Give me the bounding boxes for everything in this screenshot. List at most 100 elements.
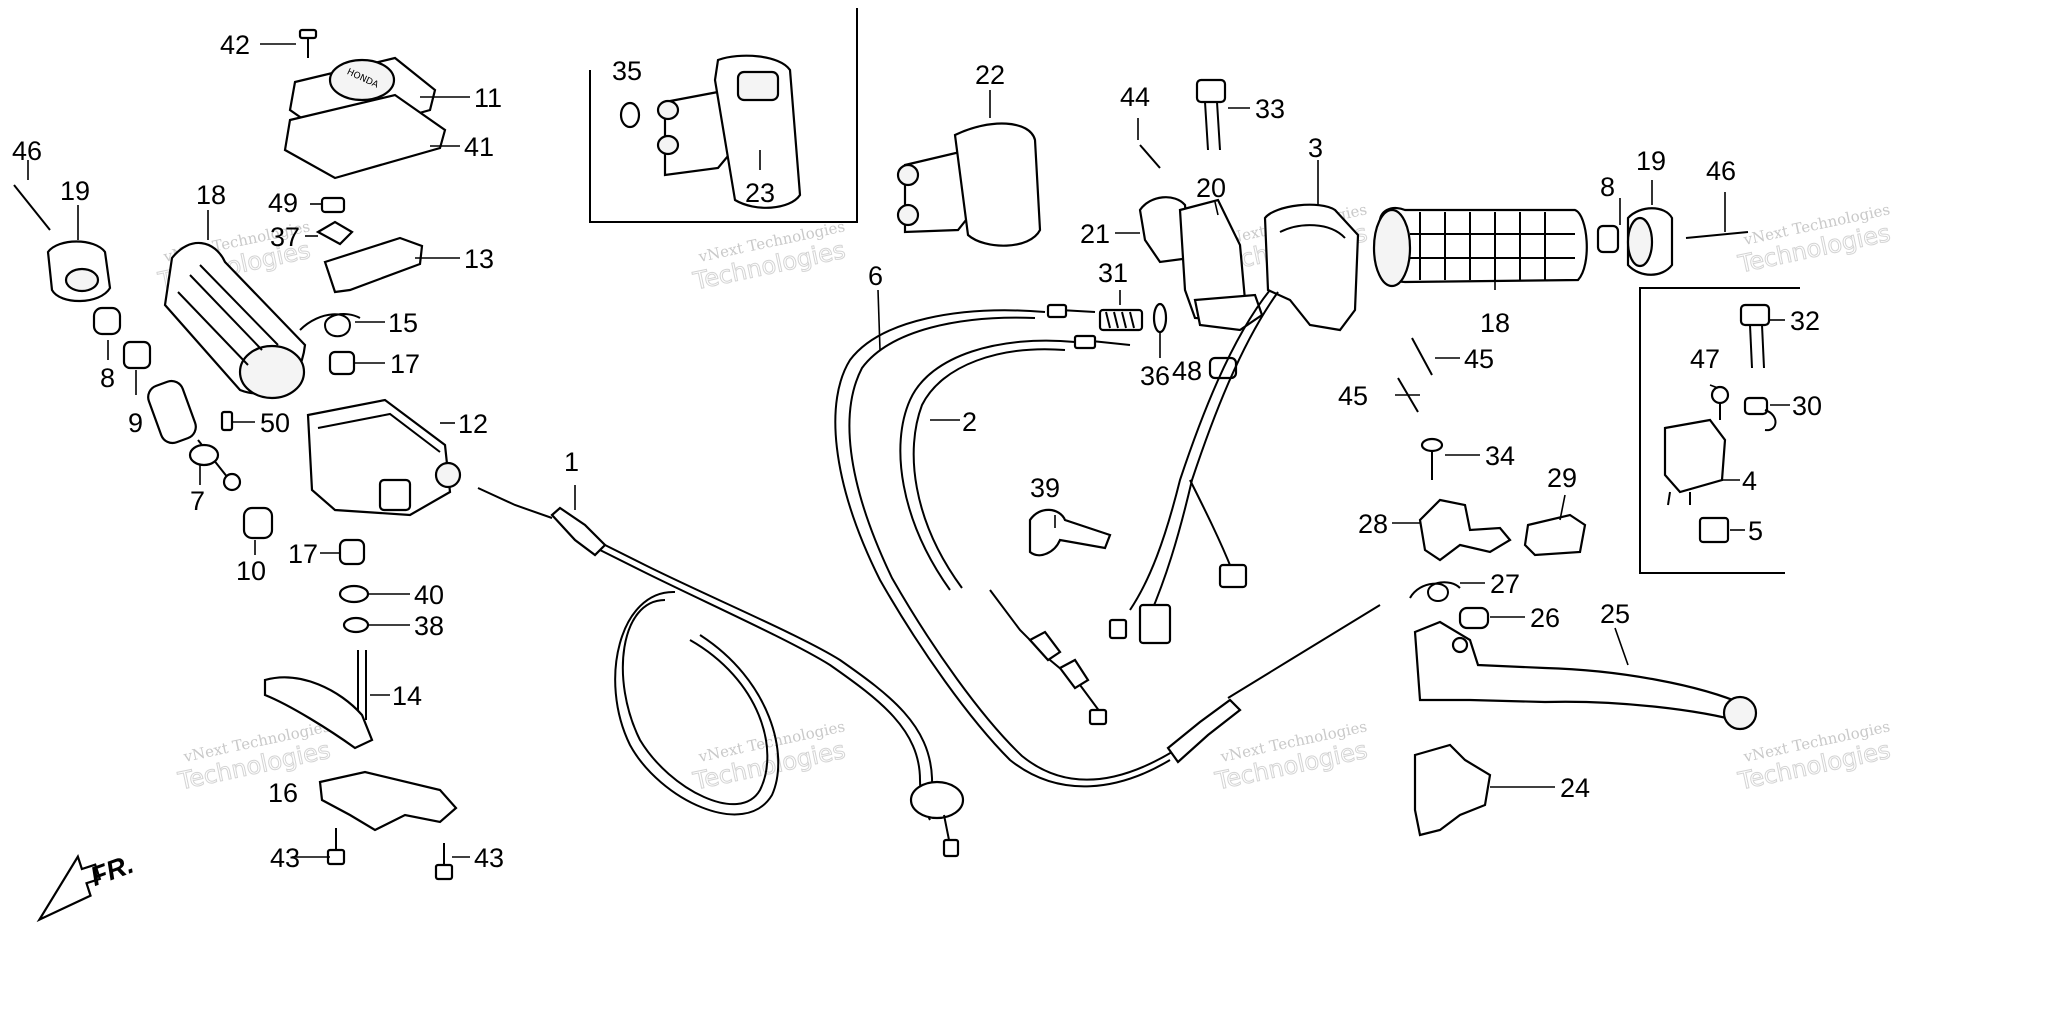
callout-20: 20: [1196, 173, 1226, 203]
throttle-arm: [323, 236, 424, 294]
bolt-46b: [1685, 231, 1749, 239]
callout-25: 25: [1600, 599, 1630, 629]
callout-labels: 1 2 3 4 5 6 7 8 8 9 10 11 12 13 14 15 16…: [12, 30, 1822, 873]
collar-26: [1458, 606, 1490, 630]
callout-17b: 17: [288, 539, 318, 569]
nut-9: [122, 340, 152, 370]
nut-5: [1698, 516, 1730, 544]
stop-switch-group: [1663, 303, 1777, 544]
left-grip-group: [13, 184, 307, 540]
grip-cover-part-22: [896, 122, 1042, 247]
callout-17a: 17: [390, 349, 420, 379]
callout-26: 26: [1530, 603, 1560, 633]
left-grip: [163, 241, 307, 400]
callout-42: 42: [220, 30, 250, 60]
pin-50: [220, 410, 234, 432]
heater-grip-cover: [656, 54, 802, 209]
callout-41: 41: [464, 132, 494, 162]
callout-14: 14: [392, 681, 422, 711]
clip-39: [1028, 508, 1112, 557]
throttle-housing: [306, 398, 462, 517]
callout-13: 13: [464, 244, 494, 274]
callout-2: 2: [962, 407, 977, 437]
callout-9: 9: [128, 408, 143, 438]
callout-48: 48: [1172, 356, 1202, 386]
callout-18a: 18: [196, 180, 226, 210]
callout-15: 15: [388, 308, 418, 338]
callout-21: 21: [1080, 219, 1110, 249]
callout-16: 16: [268, 778, 298, 808]
callout-49: 49: [268, 188, 298, 218]
callout-45b: 45: [1338, 381, 1368, 411]
connector-c: [1218, 563, 1248, 589]
nut-30: [1743, 396, 1769, 416]
front-direction-indicator: FR.: [36, 849, 138, 923]
screw-45a: [1411, 337, 1433, 376]
throttle-tube: [147, 379, 242, 492]
callout-47: 47: [1690, 344, 1720, 374]
callout-46a: 46: [12, 136, 42, 166]
bolt-43a: [326, 828, 346, 866]
callout-29: 29: [1547, 463, 1577, 493]
callout-34: 34: [1485, 441, 1515, 471]
pad-29: [1523, 513, 1587, 557]
washer-37: [315, 220, 354, 246]
callout-27: 27: [1490, 569, 1520, 599]
throttle-lever: [263, 650, 374, 750]
collar-17b: [338, 538, 366, 566]
inset-box-switch: [1639, 287, 1800, 574]
callout-35: 35: [612, 56, 642, 86]
bolt-43b: [434, 843, 454, 881]
collar-8b: [1596, 224, 1620, 254]
callout-8a: 8: [100, 363, 115, 393]
right-grip-group: [1372, 207, 1749, 288]
throttle-assembly: HONDA: [263, 28, 462, 881]
callout-22: 22: [975, 60, 1005, 90]
bracket-28: [1418, 498, 1512, 562]
cover-gasket: [283, 93, 447, 180]
callout-6: 6: [868, 261, 883, 291]
nut-35: [619, 101, 641, 129]
collar-8a: [92, 306, 122, 336]
switch-housing-group: [1098, 78, 1360, 645]
brake-cable-6: [834, 303, 1381, 788]
callout-45a: 45: [1464, 344, 1494, 374]
screw-47: [1710, 385, 1730, 405]
callout-11: 11: [474, 83, 502, 113]
callout-31: 31: [1098, 258, 1128, 288]
callout-50: 50: [260, 408, 290, 438]
callout-10: 10: [236, 556, 266, 586]
connector-b: [1108, 618, 1128, 640]
nut-10: [242, 506, 274, 540]
callout-30: 30: [1792, 391, 1822, 421]
callout-33: 33: [1255, 94, 1285, 124]
screw-44: [1139, 144, 1161, 169]
callout-39: 39: [1030, 473, 1060, 503]
inset-box-grip-cover: [589, 8, 858, 223]
bolt-32-head: [1739, 303, 1771, 327]
screw-34: [1420, 437, 1444, 453]
washer-36: [1152, 302, 1168, 334]
callout-32: 32: [1790, 306, 1820, 336]
callout-37: 37: [270, 222, 300, 252]
callout-43a: 43: [270, 843, 300, 873]
return-spring: [299, 313, 361, 338]
bolt-33-head: [1195, 78, 1227, 104]
connector-a: [1138, 603, 1172, 645]
throttle-cable-1: [477, 487, 965, 858]
callout-7: 7: [190, 486, 205, 516]
callout-4: 4: [1742, 466, 1757, 496]
callout-46b: 46: [1706, 156, 1736, 186]
clutch-cable-2: [899, 334, 1131, 726]
callout-8b: 8: [1600, 172, 1615, 202]
callout-3: 3: [1308, 133, 1323, 163]
callout-18b: 18: [1480, 308, 1510, 338]
brake-lever-group: [1397, 337, 1758, 837]
callout-24: 24: [1560, 773, 1590, 803]
clamp-21: [1138, 196, 1192, 264]
callout-5: 5: [1748, 516, 1763, 546]
callout-28: 28: [1358, 509, 1388, 539]
callout-40: 40: [414, 580, 444, 610]
screw-42: [298, 28, 318, 58]
